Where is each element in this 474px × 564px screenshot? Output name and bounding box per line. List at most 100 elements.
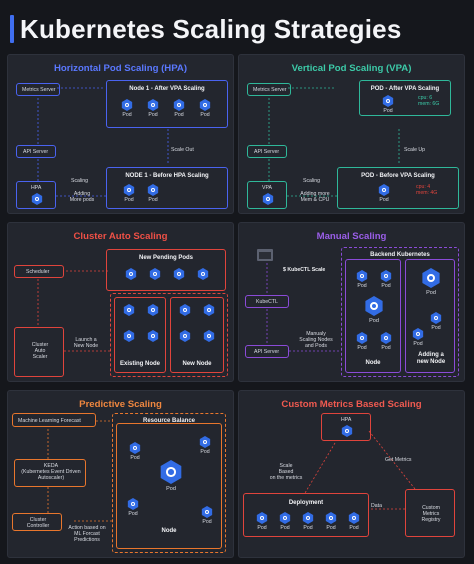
- pod-icon: Pod: [321, 512, 341, 532]
- pod-icon: Pod: [352, 332, 372, 352]
- deployment-box: Deployment Pod Pod Pod Pod Pod: [243, 493, 369, 537]
- custom-hpa-box: HPA: [321, 413, 371, 441]
- pod-icon: Pod: [143, 99, 163, 119]
- keda-box: KEDA (Kubernetes Event Driven Autoscaler…: [14, 459, 86, 487]
- pod-icon: Pod: [252, 512, 272, 532]
- kubectl-box: KubeCTL: [245, 295, 289, 308]
- pod-icon: Pod: [374, 184, 394, 204]
- pod-icon: Pod: [298, 512, 318, 532]
- pod-icon: Pod: [344, 512, 364, 532]
- hpa-node-before: NODE 1 - Before HPA Scaling Pod Pod: [106, 167, 228, 209]
- hpa-panel: Horizontal Pod Scaling (HPA) Metrics Ser…: [7, 54, 234, 214]
- vpa-pod-after: POD - After VPA Scaling Pod cpu: 6 mem: …: [359, 80, 451, 116]
- cluster-arrows: [37, 270, 110, 352]
- existing-node-box: Existing Node: [114, 297, 166, 373]
- cluster-title: Cluster Auto Scaling: [73, 231, 168, 242]
- vpa-api-server: API Server: [247, 145, 287, 158]
- hpa-scale-out-label: Scale Out: [171, 147, 194, 153]
- pod-icon: [143, 330, 163, 350]
- pod-icon: [145, 268, 165, 288]
- vpa-pod-before: POD - Before VPA Scaling Pod cpu: 4 mem:…: [337, 167, 459, 209]
- pod-icon: Pod: [195, 99, 215, 119]
- pod-icon: [119, 330, 139, 350]
- data-label: Data: [371, 503, 382, 509]
- resource-balance-box: Resource Balance: [112, 413, 226, 553]
- cluster-auto-scaler-box: Cluster Auto Scaler: [14, 327, 64, 377]
- custom-metrics-registry-box: Custom Metrics Registry: [405, 489, 455, 537]
- vpa-panel: Vertical Pod Scaling (VPA) Metrics Serve…: [238, 54, 465, 214]
- custom-panel: Custom Metrics Based Scaling HPA Scale B…: [238, 390, 465, 558]
- vpa-vpa-box: VPA: [247, 181, 287, 209]
- title-text: Kubernetes Scaling Strategies: [20, 13, 402, 44]
- new-node-box: New Node: [170, 297, 224, 373]
- pod-icon: [175, 330, 195, 350]
- pod-icon: Pod: [352, 270, 372, 290]
- manual-panel: Manual Scaling $ KubeCTL Scale KubeCTL A…: [238, 222, 465, 382]
- kubectl-command: $ KubeCTL Scale: [283, 267, 326, 273]
- scheduler-box: Scheduler: [14, 265, 64, 278]
- vpa-resources-before: cpu: 4 mem: 4G: [416, 184, 438, 197]
- manual-scaling-label: Manualy Scaling Nodes and Pods: [299, 331, 333, 350]
- predictive-panel: Predictive Scaling Machine Learning Fore…: [7, 390, 234, 558]
- pod-icon: [175, 304, 195, 324]
- cluster-panel: Cluster Auto Scaling New Pending Pods Sc…: [7, 222, 234, 382]
- hpa-icon: [27, 193, 47, 213]
- pod-icon: Pod: [378, 95, 398, 115]
- scale-based-label: Scale Based on the metrics: [269, 463, 303, 482]
- hpa-title: Horizontal Pod Scaling (HPA): [53, 63, 188, 74]
- hpa-api-server: API Server: [16, 145, 56, 158]
- get-metrics-label: Get Metrics: [385, 457, 412, 463]
- nodes-group: [110, 293, 228, 377]
- pod-icon: Pod: [376, 270, 396, 290]
- pod-icon: Pod: [275, 512, 295, 532]
- pod-icon: Pod: [143, 184, 163, 204]
- manual-node-box: Pod Pod Pod Pod Pod Node: [345, 259, 401, 373]
- manual-title: Manual Scaling: [316, 231, 387, 242]
- hpa-adding-pods-label: Adding More pods: [69, 191, 95, 204]
- custom-title: Custom Metrics Based Scaling: [281, 399, 422, 410]
- predictive-arrows: [47, 420, 112, 522]
- manual-api-server-box: API Server: [245, 345, 289, 358]
- pod-icon: Pod: [123, 498, 143, 518]
- pod-icon: Pod: [408, 328, 428, 348]
- cluster-controller-box: Cluster Controller: [12, 513, 62, 531]
- pod-icon: Pod: [415, 268, 447, 300]
- hpa-scaling-label: Scaling: [71, 178, 89, 184]
- hpa-metrics-server: Metrics Server: [16, 83, 60, 96]
- hpa-arrows: [37, 87, 169, 197]
- pod-icon: [169, 268, 189, 288]
- title-accent-bar: [10, 15, 14, 43]
- manual-new-node-box: Pod Pod Pod Adding a new Node: [405, 259, 455, 373]
- page-title: Kubernetes Scaling Strategies: [10, 12, 401, 46]
- predictive-title: Predictive Scaling: [79, 399, 162, 410]
- hpa-node-after: Node 1 - After VPA Scaling Pod Pod Pod P…: [106, 80, 228, 128]
- predictive-node-box: Pod Pod Pod Pod Pod Node: [116, 423, 222, 549]
- pod-icon: Pod: [169, 99, 189, 119]
- pod-icon: [193, 268, 213, 288]
- pod-icon: Pod: [358, 296, 390, 328]
- pod-icon: Pod: [195, 436, 215, 456]
- ml-forecast-box: Machine Learning Forecast: [12, 413, 96, 427]
- vpa-adding-label: Adding more Mem & CPU: [300, 191, 330, 204]
- vpa-resources-after: cpu: 6 mem: 6G: [418, 95, 440, 108]
- pod-icon: Pod: [197, 506, 217, 526]
- hpa-icon: [337, 425, 357, 445]
- terminal-icon: [257, 249, 273, 261]
- pod-icon: [119, 304, 139, 324]
- backend-kubernetes-box: Backend Kubernetes: [341, 247, 459, 377]
- pod-icon: [199, 304, 219, 324]
- vpa-title: Vertical Pod Scaling (VPA): [291, 63, 412, 74]
- new-pending-pods-box: New Pending Pods: [106, 249, 226, 291]
- pod-icon: [199, 330, 219, 350]
- pod-icon: Pod: [117, 99, 137, 119]
- pod-icon: Pod: [376, 332, 396, 352]
- pod-icon: [121, 268, 141, 288]
- custom-arrows: [304, 430, 416, 510]
- pod-icon: Pod: [426, 312, 446, 332]
- vpa-scale-up-label: Scale Up: [404, 147, 426, 153]
- pod-icon: [143, 304, 163, 324]
- vpa-metrics-server: Metrics Server: [247, 83, 291, 96]
- vpa-scaling-label: Scaling: [303, 178, 321, 184]
- action-label: Action based on ML Forcast Predictions: [68, 525, 106, 544]
- manual-arrows: [266, 263, 341, 352]
